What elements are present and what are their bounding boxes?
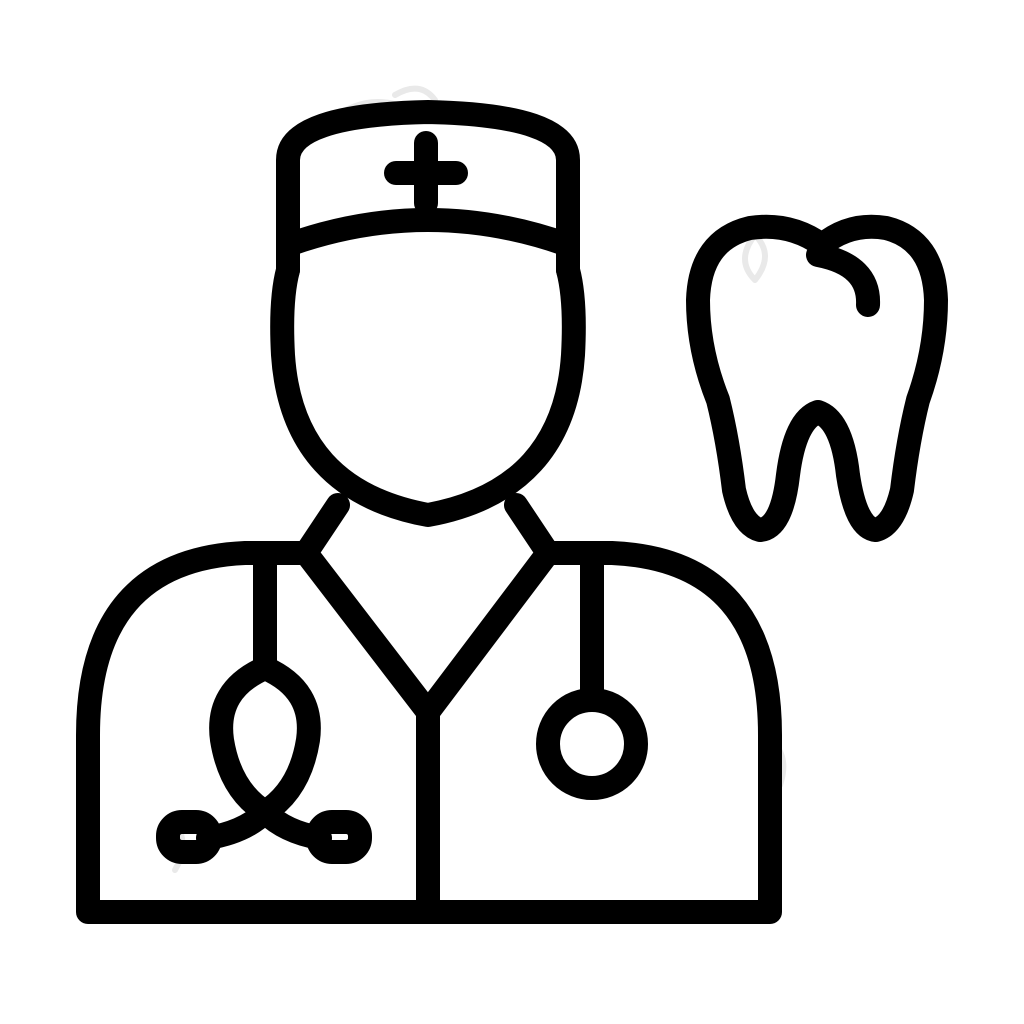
doctor-cap-icon bbox=[276, 100, 580, 282]
tooth-icon bbox=[686, 214, 948, 542]
doctor-head-icon bbox=[270, 258, 586, 527]
icon-strokes bbox=[76, 100, 948, 924]
medical-cross-icon bbox=[384, 131, 468, 215]
stethoscope-icon bbox=[156, 548, 648, 864]
lab-coat-icon bbox=[76, 493, 782, 924]
